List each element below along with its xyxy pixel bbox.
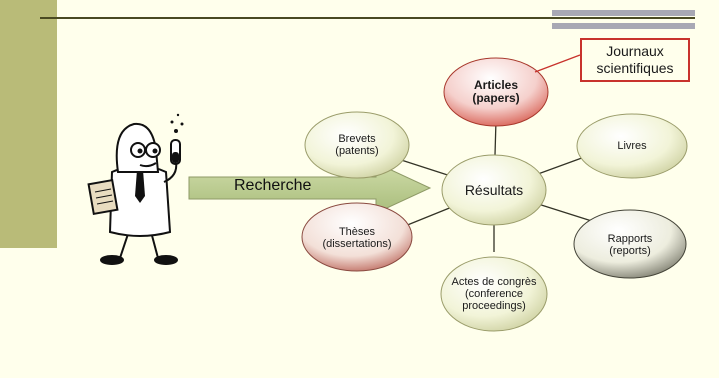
recherche-label: Recherche — [234, 177, 312, 194]
node-articles-label: Articles (papers) — [472, 78, 520, 105]
node-resultats — [441, 154, 547, 226]
header-decoration-bar — [552, 10, 695, 16]
node-actes — [440, 256, 548, 332]
scientist-illustration — [87, 113, 184, 265]
callout-pointer — [534, 54, 581, 73]
node-brevets — [304, 111, 410, 179]
node-theses — [301, 202, 413, 272]
node-resultats-label: Résultats — [464, 182, 524, 198]
node-rapports — [573, 209, 687, 279]
slide-sidebar-bar — [0, 0, 57, 248]
node-rapports-label: Rapports (reports) — [607, 233, 653, 257]
journaux-callout: Journaux scientifiques — [580, 38, 690, 82]
node-livres — [576, 113, 688, 179]
node-theses-label: Thèses (dissertations) — [322, 226, 392, 250]
node-articles — [443, 57, 549, 127]
node-livres-label: Livres — [617, 140, 647, 152]
header-rule — [40, 17, 695, 19]
header-decoration-bar — [552, 23, 695, 29]
node-brevets-label: Brevets (patents) — [335, 133, 379, 157]
node-actes-label: Actes de congrès (conference proceedings… — [451, 276, 537, 312]
